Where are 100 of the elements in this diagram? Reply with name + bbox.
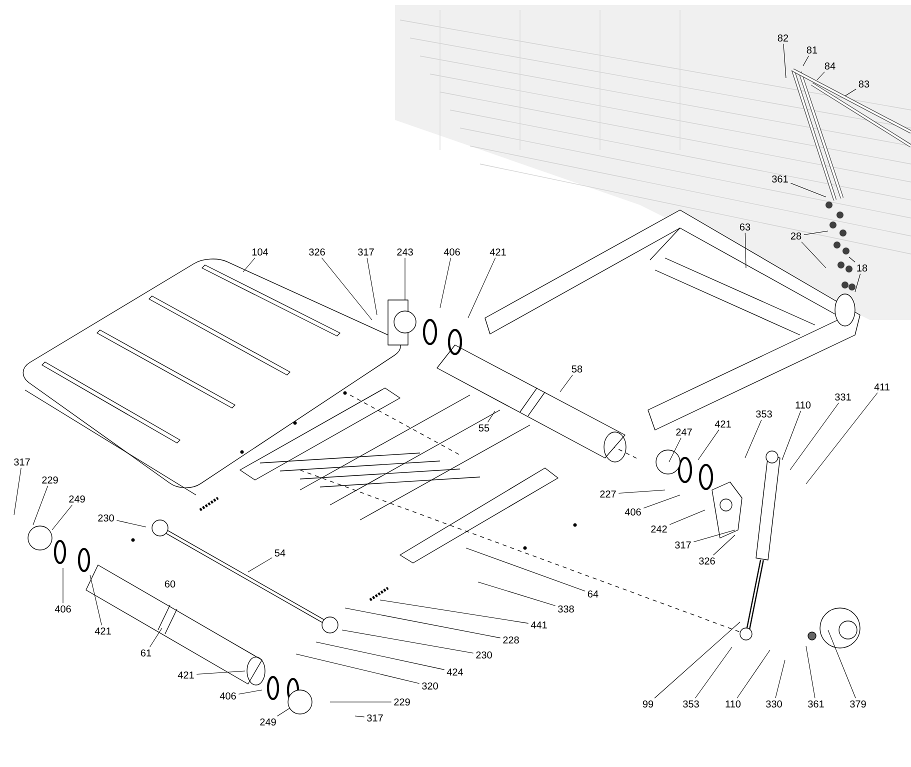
leader-line	[844, 88, 856, 96]
leader-line	[669, 510, 706, 525]
leader-line	[468, 258, 496, 318]
callout-number: 110	[726, 700, 741, 708]
leader-line	[90, 574, 102, 626]
callout-number: 61	[140, 649, 152, 657]
leader-line	[32, 486, 48, 526]
callout-number: 82	[778, 34, 788, 42]
leader-line	[806, 646, 816, 698]
callout-number: 28	[790, 232, 802, 240]
callout-number: 81	[806, 46, 818, 54]
leader-line	[296, 654, 420, 684]
leader-line	[276, 708, 290, 716]
callout-number: 249	[260, 718, 276, 726]
callout-number: 104	[252, 248, 268, 256]
leader-line	[643, 494, 680, 508]
callout-number: 243	[397, 248, 413, 256]
callout-number: 64	[588, 590, 598, 598]
callout-number: 227	[600, 490, 616, 498]
callout-number: 63	[740, 223, 750, 231]
leader-line	[804, 230, 828, 236]
leader-line	[790, 402, 839, 470]
callout-number: 353	[683, 700, 699, 708]
callout-number: 317	[675, 541, 691, 549]
callout-number: 84	[824, 62, 836, 70]
leader-line	[783, 44, 786, 78]
leader-line	[790, 182, 826, 198]
callout-number: 110	[796, 401, 811, 409]
callout-number: 330	[766, 700, 782, 708]
callout-number: 99	[642, 700, 654, 708]
callout-number: 58	[572, 365, 582, 373]
callout-number: 379	[850, 700, 866, 708]
callout-number: 317	[358, 248, 374, 256]
callout-number: 60	[164, 580, 176, 588]
leader-line	[316, 642, 445, 670]
leader-line	[668, 438, 682, 462]
leader-line	[366, 258, 378, 316]
leader-line	[736, 650, 770, 698]
leader-line	[713, 534, 736, 556]
leader-line	[150, 628, 162, 648]
leader-line	[242, 258, 256, 272]
leader-line	[404, 258, 406, 300]
callout-number: 247	[676, 428, 692, 436]
leader-line	[854, 274, 861, 292]
leader-line	[654, 622, 740, 698]
callout-number: 441	[530, 622, 547, 628]
callout-number: 421	[490, 248, 506, 256]
callout-number: 54	[274, 550, 286, 556]
callout-number: 326	[699, 557, 715, 565]
leader-line	[618, 490, 666, 494]
leader-line	[248, 557, 272, 572]
leader-line	[744, 420, 762, 458]
callout-number: 55	[478, 424, 490, 432]
callout-number: 353	[756, 410, 772, 418]
leader-line	[694, 646, 732, 698]
leader-line	[196, 670, 246, 675]
leader-line	[744, 232, 746, 268]
callout-number: 229	[394, 698, 410, 706]
callout-number: 361	[772, 175, 788, 183]
callout-number: 230	[98, 514, 114, 522]
callout-number: 83	[858, 80, 870, 88]
callout-number: 331	[835, 393, 851, 401]
callout-number: 320	[422, 682, 438, 690]
leader-line	[342, 630, 474, 654]
leader-line	[116, 520, 146, 528]
callout-number: 411	[874, 384, 890, 390]
callout-number: 406	[220, 692, 236, 700]
callout-number: 421	[178, 672, 194, 678]
callout-number: 421	[714, 420, 731, 428]
callout-number: 18	[857, 264, 868, 272]
leader-line	[344, 608, 501, 638]
leader-line	[466, 548, 586, 592]
callout-number: 242	[651, 526, 667, 532]
callout-number: 424	[446, 668, 464, 676]
leader-line	[848, 256, 856, 262]
leader-line	[816, 72, 825, 80]
callout-number: 317	[14, 458, 30, 466]
leader-line	[321, 258, 372, 320]
leader-line	[52, 504, 73, 530]
leader-line	[238, 690, 262, 694]
leader-line	[802, 56, 809, 66]
leader-line	[775, 660, 786, 698]
callout-number: 406	[624, 508, 641, 516]
leader-line	[488, 410, 496, 422]
leader-line	[782, 410, 802, 460]
leader-line	[806, 392, 878, 484]
leader-line	[698, 430, 720, 460]
leader-line	[440, 258, 452, 308]
callout-number: 421	[94, 628, 111, 634]
leader-line	[354, 716, 365, 718]
callout-number: 406	[444, 248, 460, 256]
callout-number: 406	[54, 605, 71, 613]
leader-line	[62, 568, 64, 604]
leader-line	[693, 530, 736, 542]
leader-line	[478, 582, 556, 606]
leader-line	[828, 630, 856, 698]
callout-number: 229	[42, 476, 58, 484]
callout-number: 249	[69, 495, 85, 503]
callout-number: 228	[503, 636, 519, 644]
callout-number: 326	[309, 248, 325, 256]
